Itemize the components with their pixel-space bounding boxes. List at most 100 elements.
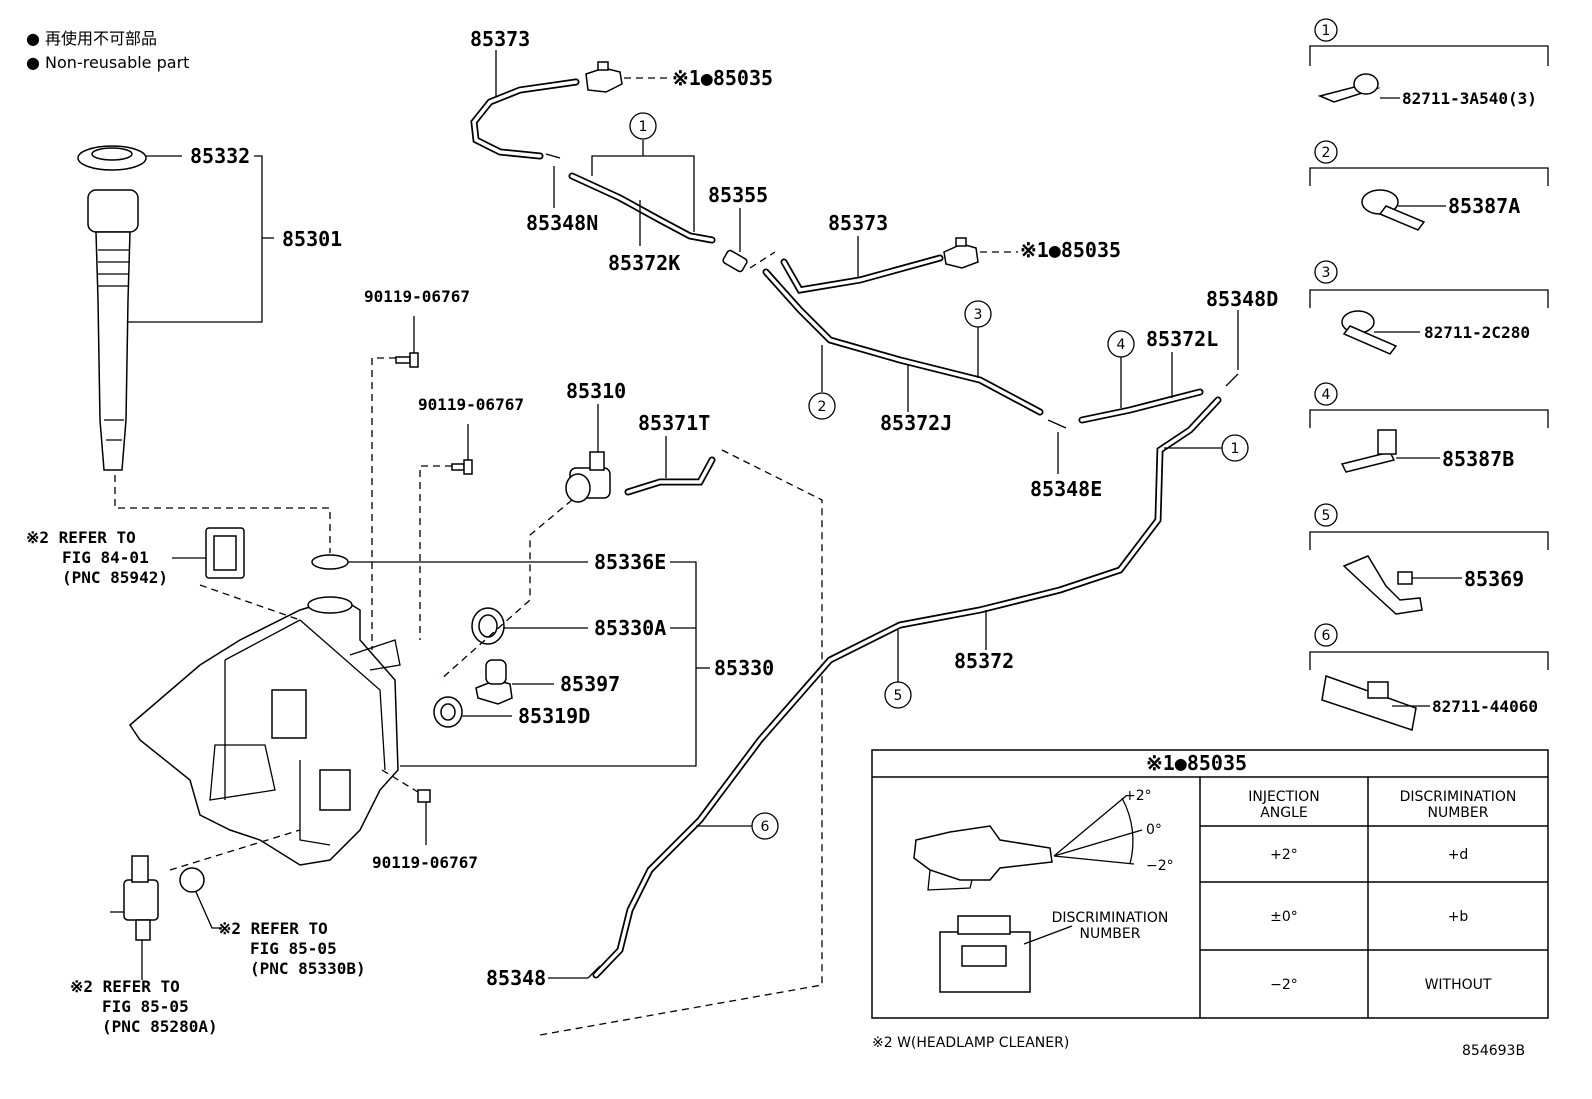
filter-85397 bbox=[475, 659, 513, 705]
nozzle-85035-top bbox=[585, 61, 623, 93]
row-2-angle: ±0° bbox=[1270, 909, 1298, 925]
headlamp-cleaner-part-85942 bbox=[205, 527, 245, 579]
bolt-90119-a bbox=[395, 316, 419, 368]
ref-85280A-line3: (PNC 85280A) bbox=[102, 1017, 218, 1036]
ref-85330B-line2: FIG 85-05 bbox=[250, 939, 337, 958]
svg-text:1: 1 bbox=[639, 119, 648, 135]
svg-text:1: 1 bbox=[1322, 23, 1331, 39]
grommet-85336E bbox=[311, 554, 349, 570]
svg-text:4: 4 bbox=[1117, 337, 1126, 353]
col-disc-l1: DISCRIMINATION bbox=[1400, 789, 1517, 805]
callout-1-right: 1 bbox=[1164, 434, 1249, 462]
ref-85330B-line3: (PNC 85330B) bbox=[250, 959, 366, 978]
label-85330: 85330 bbox=[714, 656, 774, 680]
row-3-angle: −2° bbox=[1270, 977, 1298, 993]
svg-text:6: 6 bbox=[761, 819, 770, 835]
grommet-85330A bbox=[471, 607, 505, 645]
filler-neck bbox=[87, 155, 274, 471]
clip-legend-4: 4 85387B bbox=[1309, 382, 1549, 473]
label-85301: 85301 bbox=[282, 227, 342, 251]
clip-5-part: 85369 bbox=[1464, 567, 1524, 591]
ref-85280A-line1: ※2 REFER TO bbox=[70, 977, 180, 996]
ref-85330B-line1: ※2 REFER TO bbox=[218, 919, 328, 938]
clip-2-part: 85387A bbox=[1448, 194, 1520, 218]
ref-85280A-line2: FIG 85-05 bbox=[102, 997, 189, 1016]
label-85035-mid: ※1●85035 bbox=[1020, 238, 1121, 262]
bolt-90119-c bbox=[417, 789, 431, 845]
svg-text:5: 5 bbox=[894, 688, 903, 704]
ref-84-01-line3: (PNC 85942) bbox=[62, 568, 168, 587]
legend-line-1: ● 再使用不可部品 bbox=[26, 29, 157, 48]
footnote: ※2 W(HEADLAMP CLEANER) bbox=[872, 1035, 1069, 1051]
svg-text:5: 5 bbox=[1322, 508, 1331, 524]
clip-4-part: 85387B bbox=[1442, 447, 1514, 471]
clip-1-part: 82711-3A540(3) bbox=[1402, 89, 1537, 108]
nozzle-discrimination-table: ※1●85035 INJECTION ANGLE DISCRIMINATION … bbox=[871, 749, 1549, 1019]
washer-motor-85310 bbox=[565, 404, 611, 503]
clip-legend-1: 1 82711-3A540(3) bbox=[1309, 18, 1549, 108]
callout-2: 2 bbox=[808, 345, 836, 420]
callout-3: 3 bbox=[964, 300, 992, 378]
label-85371T: 85371T bbox=[638, 411, 710, 435]
svg-text:2: 2 bbox=[1322, 145, 1331, 161]
callout-1-top: 1 bbox=[629, 112, 657, 140]
clip-legend-6: 6 82711-44060 bbox=[1309, 623, 1549, 731]
label-85373-mid: 85373 bbox=[828, 211, 888, 235]
svg-text:6: 6 bbox=[1322, 628, 1331, 644]
label-90119-b: 90119-06767 bbox=[418, 395, 524, 414]
label-85336E: 85336E bbox=[594, 550, 666, 574]
row-2-number: +b bbox=[1448, 909, 1469, 925]
legend-line-2: ● Non-reusable part bbox=[26, 53, 189, 72]
clip-3-part: 82711-2C280 bbox=[1424, 323, 1530, 342]
label-85319D: 85319D bbox=[518, 704, 590, 728]
col-injection-l1: INJECTION bbox=[1248, 789, 1320, 805]
svg-text:1: 1 bbox=[1231, 441, 1240, 457]
figure-code: 854693B bbox=[1462, 1043, 1525, 1059]
callout-6: 6 bbox=[696, 812, 779, 840]
label-85372K: 85372K bbox=[608, 251, 680, 275]
label-90119-a: 90119-06767 bbox=[364, 287, 470, 306]
pump-85280A bbox=[110, 855, 159, 941]
row-1-number: +d bbox=[1448, 847, 1469, 863]
label-85348: 85348 bbox=[486, 966, 546, 990]
label-85332: 85332 bbox=[190, 144, 250, 168]
label-85348D: 85348D bbox=[1206, 287, 1278, 311]
callout-5: 5 bbox=[884, 630, 912, 709]
label-85310: 85310 bbox=[566, 379, 626, 403]
disc-label-l1: DISCRIMINATION bbox=[1052, 910, 1169, 926]
ref-84-01-line2: FIG 84-01 bbox=[62, 548, 149, 567]
col-injection-l2: ANGLE bbox=[1260, 805, 1308, 821]
washer-reservoir-tank bbox=[129, 596, 401, 866]
ref-84-01-line1: ※2 REFER TO bbox=[26, 528, 136, 547]
clip-legend-3: 3 82711-2C280 bbox=[1309, 260, 1549, 355]
disc-label-l2: NUMBER bbox=[1080, 926, 1141, 942]
angle-minus: −2° bbox=[1146, 858, 1174, 874]
grommet-85319D bbox=[433, 696, 463, 728]
clip-legend-5: 5 85369 bbox=[1309, 503, 1549, 615]
clip-legend-2: 2 85387A bbox=[1309, 140, 1549, 231]
row-1-angle: +2° bbox=[1270, 847, 1298, 863]
label-85355: 85355 bbox=[708, 183, 768, 207]
label-85373-top: 85373 bbox=[470, 27, 530, 51]
label-90119-c: 90119-06767 bbox=[372, 853, 478, 872]
callout-4: 4 bbox=[1107, 330, 1135, 408]
part-85330B bbox=[179, 867, 205, 893]
clip-6-part: 82711-44060 bbox=[1432, 697, 1538, 716]
nozzle-85035-mid bbox=[943, 237, 979, 269]
bolt-90119-b bbox=[451, 424, 473, 475]
label-85348E: 85348E bbox=[1030, 477, 1102, 501]
label-85397: 85397 bbox=[560, 672, 620, 696]
table-title: ※1●85035 bbox=[1146, 751, 1247, 775]
label-85348N: 85348N bbox=[526, 211, 598, 235]
svg-text:3: 3 bbox=[1322, 265, 1331, 281]
label-85035-top: ※1●85035 bbox=[672, 66, 773, 90]
label-85330A: 85330A bbox=[594, 616, 666, 640]
label-85372: 85372 bbox=[954, 649, 1014, 673]
svg-text:3: 3 bbox=[974, 307, 983, 323]
col-disc-l2: NUMBER bbox=[1428, 805, 1489, 821]
filler-cap bbox=[77, 145, 182, 171]
row-3-number: WITHOUT bbox=[1425, 977, 1492, 993]
label-85372J: 85372J bbox=[880, 411, 952, 435]
joint-85355 bbox=[722, 249, 748, 273]
